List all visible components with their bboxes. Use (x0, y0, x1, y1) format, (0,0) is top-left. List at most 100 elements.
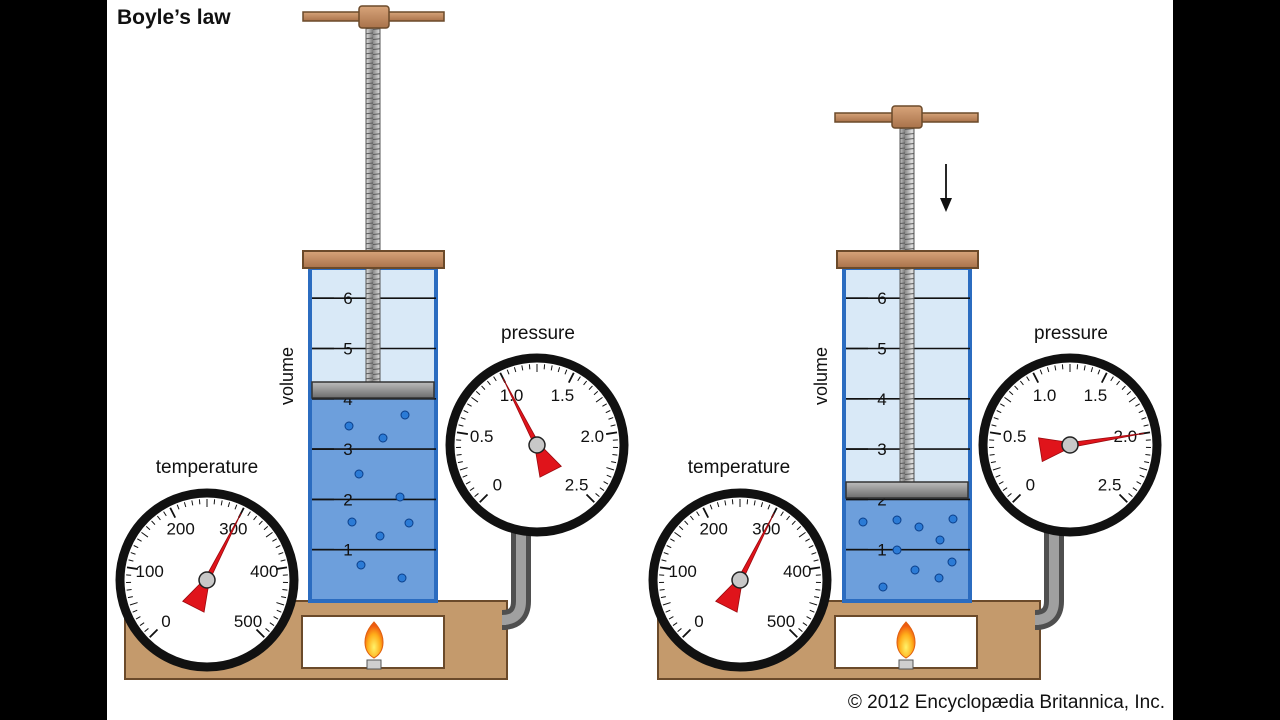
gauge-tick (145, 526, 151, 531)
gauge-tick (808, 545, 814, 549)
gauge-tick (1008, 391, 1014, 396)
gauge-tick (786, 515, 791, 521)
gas-molecule (404, 518, 414, 528)
gauge-tick-label: 500 (767, 612, 795, 631)
gauge-tick (463, 410, 469, 414)
gauge-tick-label: 1.5 (551, 386, 575, 405)
piston (845, 481, 969, 499)
gauge-tick (603, 481, 609, 485)
gauge-tick (127, 596, 133, 599)
gauge-tick (269, 622, 275, 626)
gauge-tick-label: 0 (694, 612, 703, 631)
gauge-tick (247, 511, 251, 517)
gauge-tick (263, 526, 269, 531)
gauge-tick (753, 500, 756, 506)
gauge-tick-label: 0 (161, 612, 170, 631)
gauge-tick (275, 545, 281, 549)
gauge-tick (1110, 376, 1114, 382)
gauge-tick (805, 538, 810, 542)
temperature-label: temperature (156, 457, 258, 478)
gauge-tick-label: 100 (136, 562, 164, 581)
gauge-tick (234, 504, 238, 510)
gauge-tick (684, 520, 689, 525)
pressure-gauge: 00.51.01.52.02.5 (445, 353, 629, 537)
gauge-tick (1090, 367, 1094, 373)
gauge-tick (991, 424, 997, 427)
gauge-tick (457, 461, 463, 464)
gauge-tick (809, 609, 815, 613)
volume-tick-label: 2 (877, 490, 886, 509)
gauge-tick (659, 566, 672, 570)
gauge-tick (611, 461, 617, 464)
gauge-tick (702, 507, 710, 519)
gas-molecule (354, 469, 364, 479)
gauge-tick (809, 602, 818, 606)
gauge-tick (659, 589, 665, 591)
gauge-pivot (1061, 436, 1079, 454)
gauge-tick (471, 396, 479, 403)
gas-molecule (910, 565, 920, 575)
gauge-tick (456, 431, 469, 435)
gauge-pivot (198, 571, 216, 589)
gauge-tick (780, 511, 784, 517)
gauge-tick-label: 0 (1026, 476, 1035, 495)
gauge-tick (183, 502, 187, 508)
gas-molecule (356, 560, 366, 570)
gauge-tick (583, 380, 588, 386)
temperature-label: temperature (688, 457, 790, 478)
gas-molecule (400, 410, 410, 420)
gas-molecules (344, 410, 414, 583)
gauge-tick (465, 481, 471, 485)
gauge-tick (666, 545, 672, 549)
gauge-tick (665, 609, 671, 613)
gauge-tick (1116, 380, 1121, 386)
gauge-pivot (528, 436, 546, 454)
gas-molecule (948, 514, 958, 524)
volume-tick-label: 6 (877, 289, 886, 308)
gauge-tick (605, 431, 618, 435)
gauge-tick (588, 385, 593, 390)
gauge-tick (662, 602, 671, 606)
gauge-tick (278, 552, 284, 555)
gauge-tick (791, 520, 796, 525)
gauge-tick (126, 589, 132, 591)
gauge-tick-label: 500 (234, 612, 262, 631)
gauge-tick (1136, 481, 1142, 485)
gas-molecule (947, 557, 957, 567)
gauge-tick (521, 365, 524, 371)
gauge-tick (672, 622, 678, 626)
gauge-tick (273, 616, 279, 620)
cylinder-cap (836, 250, 979, 269)
gauge-tick (139, 622, 145, 626)
gauge-tick (1026, 376, 1030, 382)
gauge-tick (126, 566, 139, 570)
gauge-tick (796, 526, 802, 531)
down-arrow-icon (940, 164, 952, 212)
gauge-tick-label: 100 (669, 562, 697, 581)
gauge-tick-label: 2.5 (1098, 476, 1122, 495)
gauge-tick (1002, 487, 1008, 491)
gas-molecule (347, 517, 357, 527)
gauge-tick (612, 454, 618, 456)
gauge-tick (176, 504, 180, 510)
gauge-tick (1004, 396, 1012, 403)
gauge-tick (593, 391, 599, 396)
gauge-tick (1118, 493, 1128, 503)
copyright-credit: © 2012 Encyclopædia Britannica, Inc. (847, 692, 1165, 713)
gauge-needle (715, 512, 775, 613)
gauge-tick (135, 616, 141, 620)
gauge-tick (767, 504, 771, 510)
gauge-tick (220, 500, 223, 506)
gauge-tick (813, 559, 819, 562)
gauge-tick (462, 474, 468, 478)
gauge-tick (191, 500, 194, 506)
gauge-tick (282, 589, 288, 591)
gauge-tick (1126, 391, 1132, 396)
gauge-pipe-highlight (501, 520, 526, 625)
gauge-tick (595, 396, 603, 403)
gauge-tick-label: 400 (783, 562, 811, 581)
gauge-tick (557, 367, 561, 373)
gas-molecule (397, 573, 407, 583)
gauge-tick-label: 0.5 (1003, 427, 1027, 446)
volume-tick-label: 3 (343, 440, 352, 459)
